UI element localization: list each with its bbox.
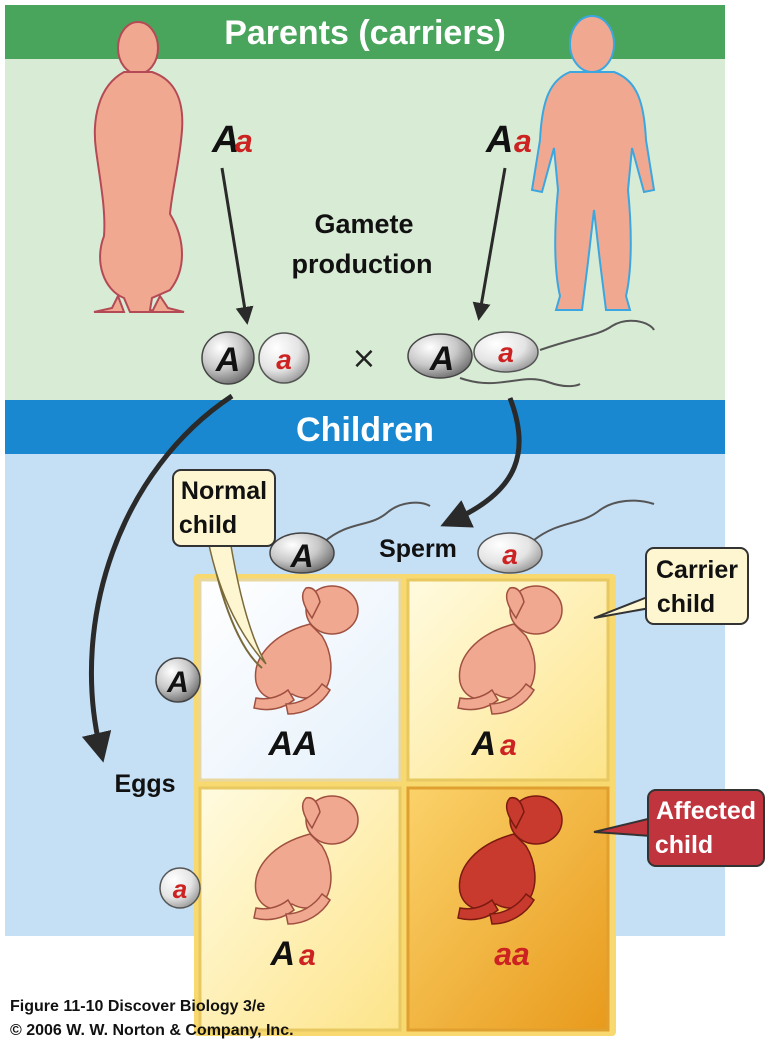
children-header-bar <box>5 400 725 454</box>
genotype-aa: aa <box>494 936 530 972</box>
callout-affected-line2: child <box>655 831 713 859</box>
genotype-Aa-top-recessive: a <box>500 729 517 762</box>
egg-left-recessive-icon <box>159 867 201 909</box>
callout-affected-line1: Affected <box>656 797 756 825</box>
father-genotype-recessive: a <box>514 123 532 159</box>
sperm-recessive-allele: a <box>498 337 514 368</box>
callout-affected <box>593 789 765 867</box>
genotype-Aa-bottom-recessive: a <box>299 939 316 972</box>
father-gamete-arrow <box>472 167 507 321</box>
egg-dominant-allele: A <box>215 341 241 379</box>
callout-carrier-line2: child <box>657 590 715 618</box>
gamete-production-label-2: production <box>292 249 433 279</box>
sperm-dominant-allele: A <box>429 340 455 378</box>
eggs-arrow <box>81 393 234 763</box>
egg-left-recessive-allele: a <box>173 874 187 904</box>
genotype-Aa-bottom-dominant: A <box>269 935 295 973</box>
father-figure <box>530 15 656 311</box>
genotype-AA: AA <box>267 725 317 763</box>
sperm-recessive-icon <box>473 319 655 373</box>
gamete-production-label-1: Gamete <box>314 209 413 239</box>
sperm-above-recessive-icon <box>477 499 655 574</box>
cross-symbol: × <box>351 341 376 376</box>
sperm-arrow <box>440 397 522 528</box>
callout-carrier <box>593 547 749 625</box>
callout-carrier-line1: Carrier <box>656 556 738 584</box>
callout-normal-line1: Normal <box>181 477 267 505</box>
sperm-label: Sperm <box>379 535 457 563</box>
children-title: Children <box>296 411 434 449</box>
figure-caption: Figure 11-10 Discover Biology 3/e <box>10 998 266 1015</box>
parents-title: Parents (carriers) <box>224 14 506 52</box>
sperm-above-recessive-allele: a <box>502 539 518 570</box>
egg-dominant-icon <box>201 331 255 385</box>
cell-Aa-bottom <box>198 786 402 1032</box>
mother-genotype-recessive: a <box>235 123 253 159</box>
callout-normal <box>172 469 276 669</box>
sperm-dominant-icon <box>407 333 581 388</box>
egg-left-dominant-icon <box>155 657 201 703</box>
copyright-caption: © 2006 W. W. Norton & Company, Inc. <box>10 1022 294 1039</box>
mother-gamete-arrow <box>220 167 254 325</box>
egg-recessive-allele: a <box>276 344 292 375</box>
mother-figure <box>93 21 185 313</box>
callout-normal-line2: child <box>179 511 237 539</box>
sperm-above-dominant-allele: A <box>289 538 313 574</box>
mother-genotype-dominant: A <box>211 119 239 161</box>
egg-recessive-icon <box>258 332 310 384</box>
egg-left-dominant-allele: A <box>166 666 189 699</box>
eggs-label: Eggs <box>114 770 175 798</box>
father-genotype-dominant: A <box>485 119 513 161</box>
sperm-above-dominant-icon <box>269 501 431 574</box>
genotype-Aa-top-dominant: A <box>470 725 496 763</box>
